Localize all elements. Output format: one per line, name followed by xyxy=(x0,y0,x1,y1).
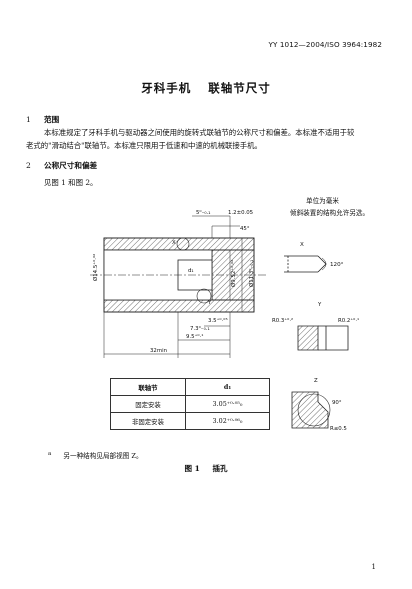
table-cell: 固定安装 xyxy=(110,395,186,413)
dim-d1: d₁ xyxy=(188,268,194,274)
detail-z-drawing: Z 90° R≤0.5 xyxy=(291,378,347,432)
detail-y-r-left: R0.3⁺⁰·² xyxy=(272,317,293,324)
detail-z-radius: R≤0.5 xyxy=(330,426,347,432)
dim-1: 3.5⁺⁰·⁰⁵ xyxy=(208,317,228,324)
figure-label: 图 1 xyxy=(184,464,200,473)
section-1-line-1: 本标准规定了牙科手机与驱动器之间使用的旋转式联轴节的公称尺寸和偏差。本标准不适用… xyxy=(44,128,355,137)
page-number: 1 xyxy=(371,563,376,571)
title-part-2: 联轴节尺寸 xyxy=(208,81,271,95)
detail-z-angle: 90° xyxy=(332,400,342,406)
dim-3: 9.5⁺⁰·¹ xyxy=(186,333,203,340)
coupling-table: 联轴节 d₁ 固定安装 3.05⁺⁰·⁰⁵₀ 非固定安装 3.02⁺⁰·⁰⁶₀ xyxy=(110,378,270,430)
detail-x-label: X xyxy=(300,242,304,248)
label-x: X xyxy=(172,240,176,246)
dim-2: 7.3⁰₋₀.₁ xyxy=(190,325,210,332)
detail-y-drawing: Y R0.3⁺⁰·² R0.2⁺⁰·¹ xyxy=(272,302,359,351)
table-row: 固定安装 3.05⁺⁰·⁰⁵₀ xyxy=(110,395,270,413)
table-header-cell: d₁ xyxy=(185,378,270,396)
footnote-marker: a xyxy=(48,450,52,457)
dim-dia-right: Ø11.3⁰₋₀.₁ xyxy=(248,260,255,287)
freedom-note: 倾斜装置的结构允许另选。 xyxy=(290,209,370,217)
dim-4: 32min xyxy=(150,348,167,354)
detail-y-marker xyxy=(196,288,212,304)
table-header-cell: 联轴节 xyxy=(110,378,186,396)
bottom-wall-hatch xyxy=(103,299,255,313)
figure-name: 插孔 xyxy=(212,464,228,473)
dim-dia-left: Ø14.5⁺⁰·⁰² xyxy=(92,254,99,281)
section-1-body: 本标准规定了牙科手机与驱动器之间使用的旋转式联轴节的公称尺寸和偏差。本标准不适用… xyxy=(26,127,392,152)
figure-caption: 图 1 插孔 xyxy=(0,463,412,474)
table-row: 非固定安装 3.02⁺⁰·⁰⁶₀ xyxy=(110,412,270,430)
detail-z-label: Z xyxy=(314,378,318,384)
section-1-line-2: 老式的"滑动结合"联轴节。本标准只限用于低速和中速的机械联接手机。 xyxy=(26,140,262,150)
table-cell: 非固定安装 xyxy=(110,412,186,430)
table-cell: 3.05⁺⁰·⁰⁵₀ xyxy=(185,395,270,413)
dim-top-2: 1.2±0.05 xyxy=(228,210,253,216)
dim-angle: 45° xyxy=(240,226,250,232)
table-cell: 3.02⁺⁰·⁰⁶₀ xyxy=(185,412,270,430)
main-section-drawing: 5⁰₋₀.₁ 1.2±0.05 45° X d₁ Y Ø14.5⁺⁰·⁰² Ø9… xyxy=(90,209,266,358)
dim-dia-mid: Ø9.52⁺⁰·⁰² xyxy=(230,260,237,287)
dim-top-1: 5⁰₋₀.₁ xyxy=(196,209,210,216)
standard-id: YY 1012—2004/ISO 3964:1982 xyxy=(268,40,382,49)
detail-x-drawing: X 120° xyxy=(284,242,344,273)
unit-note: 单位为毫米 xyxy=(306,197,339,205)
footnote: a 另一种结构见局部视图 Z。 xyxy=(48,450,143,460)
detail-y-r-right: R0.2⁺⁰·¹ xyxy=(338,317,359,324)
label-y: Y xyxy=(207,300,212,306)
table-header-row: 联轴节 d₁ xyxy=(110,378,270,396)
detail-x-angle: 120° xyxy=(330,262,344,268)
title-part-1: 牙科手机 xyxy=(141,81,192,95)
detail-x-marker xyxy=(176,237,190,251)
detail-y-label: Y xyxy=(317,302,322,308)
section-2-body: 见图 1 和图 2。 xyxy=(44,178,98,187)
footnote-text: 另一种结构见局部视图 Z。 xyxy=(63,452,143,460)
page-title: 牙科手机 联轴节尺寸 xyxy=(0,80,412,96)
